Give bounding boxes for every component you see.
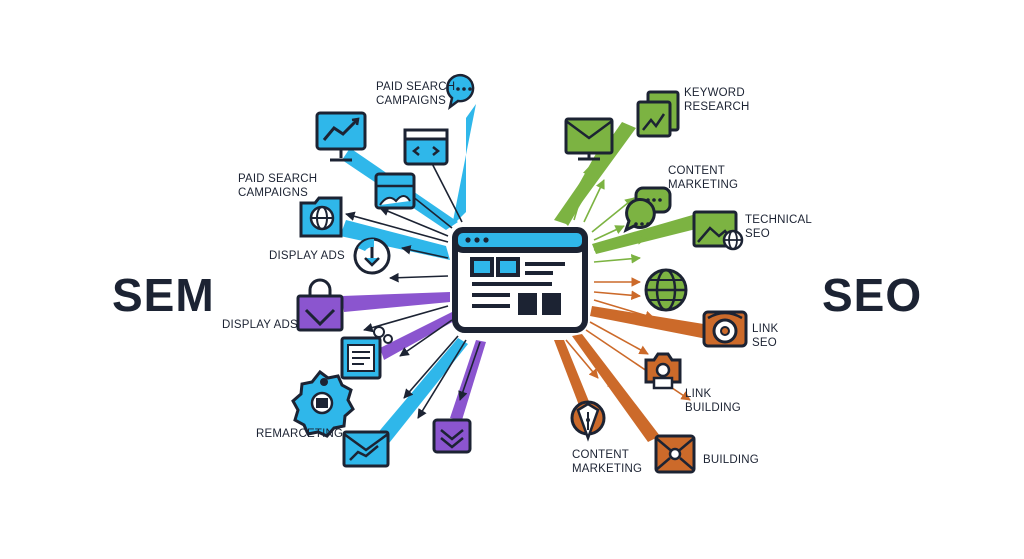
connector-arrow [401,245,449,259]
layout-card-icon [374,172,416,210]
connector-arrow [399,319,453,357]
connector-arrow [575,337,617,391]
image-globe-icon [692,210,744,251]
seo-label-content-marketing: CONTENT MARKETING [668,165,739,191]
seo-label-link-seo: LINK SEO [752,323,779,349]
connector-arrow [593,253,641,264]
email-monitor-icon [564,117,614,161]
browser-window-icon [452,227,588,333]
seo-title: SEO [822,269,923,321]
seo-label-building: BUILDING [703,454,759,466]
link-building-icon [644,352,682,390]
keyword-folders-icon [636,90,680,138]
seo-label-content-marketing-2: CONTENT MARKETING [572,449,643,475]
shopping-bag-icon [296,278,344,332]
connector-arrow [593,290,641,301]
connector-arrow [591,197,635,233]
connector-arrow [417,339,467,419]
connector-arrow [593,235,647,251]
connector-arrow [565,339,599,379]
gear-network-icon [291,369,355,438]
connector-arrow [379,206,449,237]
seo-label-keyword-research: KEYWORD RESEARCH [684,87,750,113]
seo-label-technical-seo: TECHNICAL SEO [745,214,812,240]
connector-beam [342,292,450,312]
chart-screen-icon [315,111,367,162]
connector-arrow [593,299,655,321]
connector-beam [340,220,450,260]
download-target-icon [353,237,391,275]
sem-label-paid-search: PAID SEARCH CAMPAIGNS [238,173,318,199]
globe-icon [644,268,688,312]
sem-label-remarketing: REMARCETING [256,428,344,440]
connector-arrow [345,211,449,243]
connector-beam [560,150,610,226]
seo-label-link-building: LINK BUILDING [685,388,741,414]
chat-bubbles-icon [623,186,672,233]
purple-chevron-icon [432,418,472,454]
link-seo-icon [702,310,748,348]
connector-beam [590,306,716,340]
connector-beam [370,338,468,452]
sem-title: SEM [112,269,215,321]
connector-arrow [593,225,625,241]
connector-arrows [345,139,691,419]
connector-arrow [458,341,481,401]
sem-label-display-ads-2: DISPLAY ADS [222,319,298,331]
sem-label-paid-search-top: PAID SEARCH CAMPAIGNS [376,81,456,107]
pen-nib-icon [570,400,606,442]
sem-label-display-ads: DISPLAY ADS [269,250,345,262]
browser-code-icon [403,128,449,166]
envelope-chart-icon [342,430,390,468]
connector-arrow [403,335,459,399]
connector-beam [380,312,456,360]
connector-beam [554,340,590,408]
connector-arrow [389,272,449,283]
connector-arrow [573,165,593,221]
connector-arrow [589,321,649,355]
envelope-target-icon [654,434,696,474]
globe-folder-icon [299,196,343,238]
document-icon [340,326,393,380]
connector-arrow [583,179,605,223]
connector-beam [452,104,476,226]
speech-bubble-icon [446,73,475,111]
connector-arrow [363,305,449,333]
